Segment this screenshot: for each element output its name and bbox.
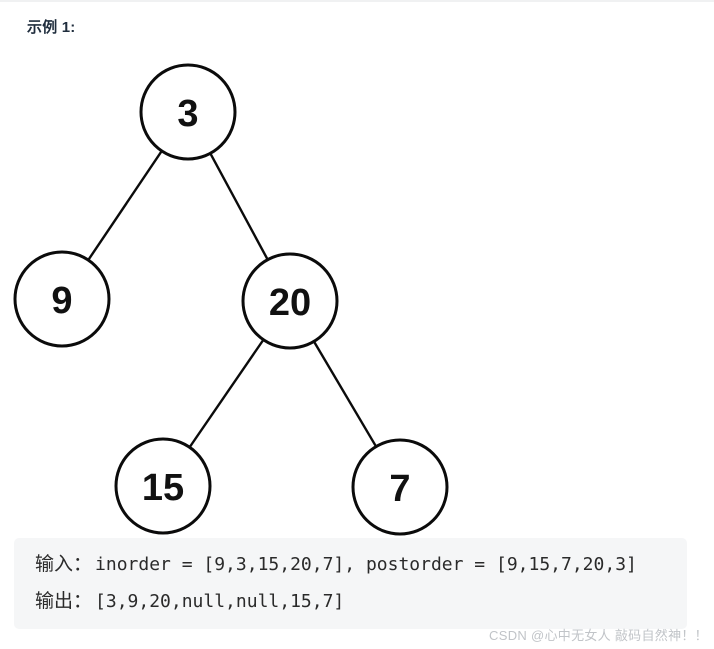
tree-node-circle — [139, 63, 237, 161]
tree-node-circle — [241, 252, 339, 350]
binary-tree-diagram: 3 9 20 15 7 — [13, 63, 449, 536]
input-value: inorder = [9,3,15,20,7], postorder = [9,… — [95, 554, 637, 575]
tree-node-right: 20 — [241, 252, 339, 350]
output-label: 输出： — [35, 591, 93, 612]
output-value: [3,9,20,null,null,15,7] — [95, 591, 345, 612]
tree-node-circle — [114, 437, 212, 535]
tree-node-value: 9 — [51, 280, 72, 322]
tree-node-root: 3 — [139, 63, 237, 161]
top-divider — [0, 0, 714, 2]
tree-node-right-right: 7 — [351, 438, 449, 536]
tree-node-value: 20 — [269, 282, 311, 324]
tree-node-circle — [351, 438, 449, 536]
csdn-watermark: CSDN @心中无女人 敲码自然神！！ — [489, 628, 708, 643]
tree-node-left: 9 — [13, 250, 111, 348]
output-line: 输出：[3,9,20,null,null,15,7] — [35, 583, 669, 620]
tree-node-right-left: 15 — [114, 437, 212, 535]
tree-node-value: 3 — [177, 93, 198, 135]
example-io-block: 输入：inorder = [9,3,15,20,7], postorder = … — [14, 538, 687, 629]
tree-node-circle — [13, 250, 111, 348]
tree-node-value: 15 — [142, 467, 184, 509]
input-label: 输入： — [35, 554, 93, 575]
input-line: 输入：inorder = [9,3,15,20,7], postorder = … — [35, 546, 669, 583]
example-heading: 示例 1: — [27, 19, 76, 36]
tree-node-value: 7 — [389, 468, 410, 510]
